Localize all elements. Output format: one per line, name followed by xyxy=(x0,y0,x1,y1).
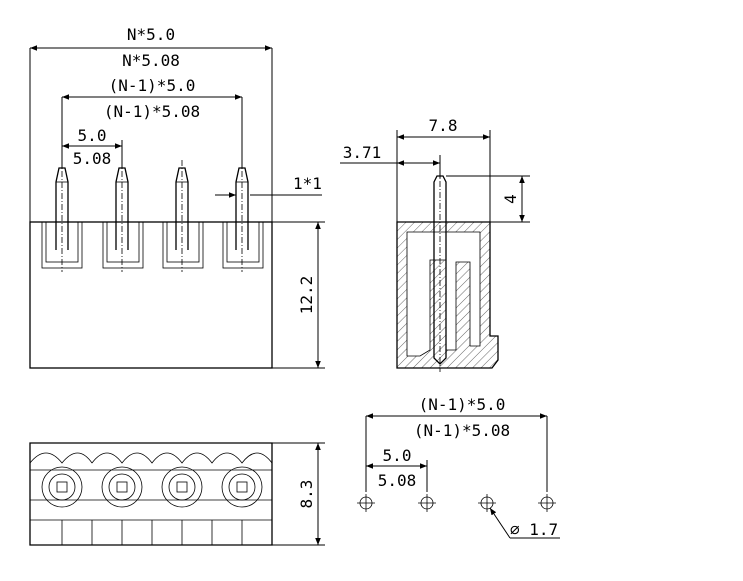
depth-label: 7.8 xyxy=(429,116,458,135)
hole-leader xyxy=(489,507,511,539)
overall-width-label: N*5.0 xyxy=(127,25,175,44)
pitch-alt-label: 5.08 xyxy=(73,149,112,168)
pitch-label: 5.0 xyxy=(78,126,107,145)
front-pins xyxy=(55,160,249,272)
front-view: N*5.0 N*5.08 (N-1)*5.0 (N-1)*5.08 5.0 5.… xyxy=(29,25,325,369)
pcb-span-alt-label: (N-1)*5.08 xyxy=(414,421,510,440)
side-pin xyxy=(433,175,447,365)
side-view: 7.8 3.71 4 xyxy=(340,116,530,372)
protrusion-label: 4 xyxy=(501,194,520,204)
bottom-ribs xyxy=(61,520,243,545)
pitch-span-alt-label: (N-1)*5.08 xyxy=(104,102,200,121)
height-label: 12.2 xyxy=(297,276,316,315)
overall-width-alt-label: N*5.08 xyxy=(122,51,180,70)
pin-size-label: 1*1 xyxy=(293,174,322,193)
pin-offset-label: 3.71 xyxy=(343,143,382,162)
pcb-holes xyxy=(357,494,556,512)
bottom-view: 8.3 xyxy=(29,442,325,546)
front-cavities xyxy=(41,221,264,269)
front-body xyxy=(29,221,273,369)
bottom-height-label: 8.3 xyxy=(297,480,316,509)
pcb-pitch-alt-label: 5.08 xyxy=(378,471,417,490)
pcb-pitch-label: 5.0 xyxy=(383,446,412,465)
pcb-span-label: (N-1)*5.0 xyxy=(419,395,506,414)
pitch-span-label: (N-1)*5.0 xyxy=(109,76,196,95)
pcb-layout: (N-1)*5.0 (N-1)*5.08 5.0 5.08 ∅ 1.7 xyxy=(357,395,560,539)
bottom-openings xyxy=(41,466,263,508)
hole-diameter-label: ∅ 1.7 xyxy=(510,520,558,539)
